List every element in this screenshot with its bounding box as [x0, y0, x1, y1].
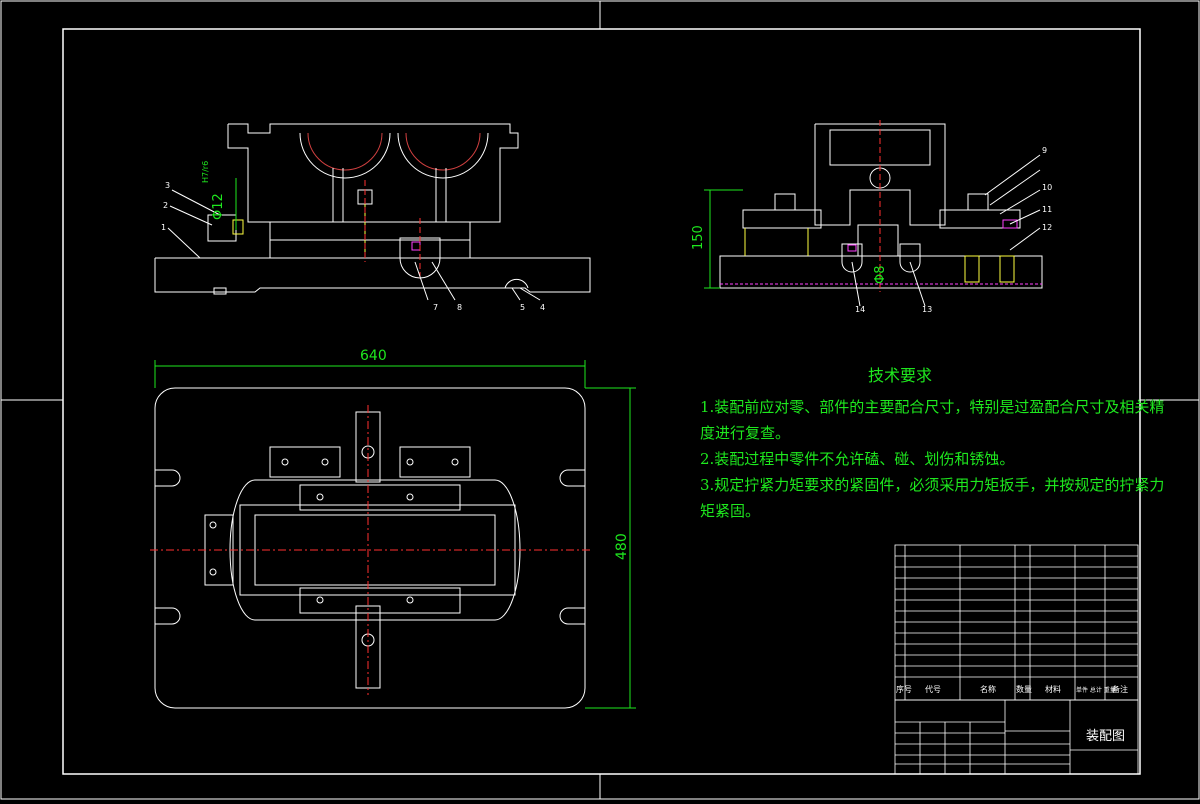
- side-height-dim: 150: [691, 225, 706, 250]
- requirement-line-1: 1.装配前应对零、部件的主要配合尺寸，特别是过盈配合尺寸及相关精: [700, 398, 1165, 416]
- bom-table: [894, 544, 1139, 701]
- top-width-dim: 640: [360, 348, 387, 364]
- drawing-name: 装配图: [1086, 729, 1126, 744]
- part-label-5: 5: [520, 303, 525, 312]
- front-view-labels: 3 2 1 7 8 5 4: [161, 181, 545, 312]
- bom-col-index: 序号: [896, 684, 912, 694]
- part-label-11: 11: [1042, 205, 1052, 214]
- requirement-line-2: 度进行复查。: [700, 424, 791, 442]
- part-label-13: 13: [922, 305, 932, 314]
- bom-col-code: 代号: [925, 684, 941, 694]
- bom-col-name: 名称: [980, 684, 996, 694]
- part-label-9: 9: [1042, 146, 1047, 155]
- requirement-line-5: 矩紧固。: [700, 502, 761, 520]
- title-block: [894, 699, 1139, 775]
- bom-col-qty: 数量: [1016, 684, 1032, 694]
- part-label-12: 12: [1042, 223, 1052, 232]
- inner-frame: [62, 28, 1141, 775]
- side-view: [704, 120, 1043, 307]
- part-label-3: 3: [165, 181, 170, 190]
- part-label-8: 8: [457, 303, 462, 312]
- top-view: [150, 360, 636, 709]
- top-height-dim: 480: [614, 533, 630, 560]
- fit-dim-front: Φ12: [211, 193, 226, 220]
- part-label-7: 7: [433, 303, 438, 312]
- bom-col-material: 材料: [1045, 684, 1061, 694]
- part-label-14: 14: [855, 305, 865, 314]
- requirement-line-3: 2.装配过程中零件不允许磕、碰、划伤和锈蚀。: [700, 450, 1015, 468]
- part-label-10: 10: [1042, 183, 1052, 192]
- bom-header: 序号 代号 名称 数量 材料 单件 总计 重量 备注: [896, 684, 1128, 694]
- bom-col-weight: 单件 总计 重量: [1076, 686, 1116, 694]
- requirements-title: 技术要求: [868, 366, 933, 385]
- side-fit-dim: Φ8: [873, 265, 888, 284]
- part-label-2: 2: [163, 201, 168, 210]
- fit-tol-front: H7/r6: [201, 161, 210, 183]
- requirement-line-4: 3.规定拧紧力矩要求的紧固件，必须采用力矩扳手，并按规定的拧紧力: [700, 476, 1165, 494]
- side-view-labels: 9 10 11 12 14 13: [855, 146, 1052, 314]
- part-label-4: 4: [540, 303, 545, 312]
- part-label-1: 1: [161, 223, 166, 232]
- bom-col-remark: 备注: [1112, 684, 1128, 694]
- front-view: [154, 123, 591, 301]
